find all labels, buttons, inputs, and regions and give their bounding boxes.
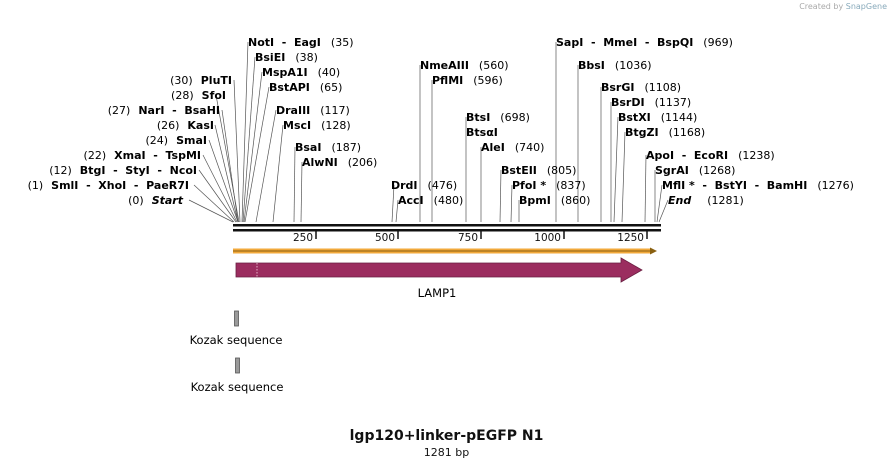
enzyme-label[interactable]: (26)KasI xyxy=(157,119,214,132)
enzyme-label[interactable]: BpmI(860) xyxy=(519,194,590,207)
enzyme-label[interactable]: BtgZI(1168) xyxy=(625,126,705,139)
snapgene-logo: SnapGene xyxy=(845,2,887,11)
enzyme-label[interactable]: ApoI - EcoRI(1238) xyxy=(646,149,775,162)
enzyme-label-end[interactable]: End(1281) xyxy=(668,194,744,207)
enzyme-label[interactable]: PflMI(596) xyxy=(432,74,503,87)
ruler-label: 250 xyxy=(293,232,313,244)
ruler-label: 750 xyxy=(458,232,478,244)
enzyme-label[interactable]: (27)NarI - BsaHI xyxy=(108,104,220,117)
enzyme-label[interactable]: AlwNI(206) xyxy=(302,156,377,169)
enzyme-label[interactable]: SgrAI(1268) xyxy=(655,164,735,177)
enzyme-label[interactable]: SapI - MmeI - BspQI(969) xyxy=(556,36,733,49)
feature-label-kozak-1: Kozak sequence xyxy=(190,333,283,347)
enzyme-label[interactable]: NotI - EagI(35) xyxy=(248,36,354,49)
enzyme-label[interactable]: BsiEI(38) xyxy=(255,51,318,64)
enzyme-label[interactable]: MscI(128) xyxy=(283,119,351,132)
feature-label-kozak-2: Kozak sequence xyxy=(191,380,284,394)
enzyme-label[interactable]: (12)BtgI - StyI - NcoI xyxy=(49,164,197,177)
ruler-label: 1000 xyxy=(534,232,561,244)
enzyme-label[interactable]: BtsI(698) xyxy=(466,111,530,124)
enzyme-label[interactable]: AccI(480) xyxy=(398,194,463,207)
enzymes-mid: NmeAIII(560) PflMI(596) DrdI(476) AccI(4… xyxy=(391,59,590,207)
enzyme-label[interactable]: BstAPI(65) xyxy=(269,81,342,94)
enzyme-label[interactable]: AleI(740) xyxy=(481,141,544,154)
ruler: 250 500 750 1000 1250 xyxy=(293,231,648,244)
enzyme-label[interactable]: BsrDI(1137) xyxy=(611,96,691,109)
enzyme-label[interactable]: MflI * - BstYI - BamHI(1276) xyxy=(662,179,854,192)
enzymes-left: (30)PluTI (28)SfoI (27)NarI - BsaHI (26)… xyxy=(28,74,232,207)
snapgene-credit: Created by SnapGene xyxy=(799,2,887,11)
enzyme-label[interactable]: DraIII(117) xyxy=(276,104,350,117)
enzyme-label[interactable]: (1)SmlI - XhoI - PaeR7I xyxy=(28,179,189,192)
ruler-label: 500 xyxy=(375,232,395,244)
enzyme-label[interactable]: PfoI *(837) xyxy=(512,179,586,192)
enzyme-connectors xyxy=(188,41,669,223)
feature-label-lamp1: LAMP1 xyxy=(418,286,457,300)
enzyme-label-start[interactable]: (0)Start xyxy=(128,194,184,207)
enzyme-label[interactable]: BsaI(187) xyxy=(295,141,361,154)
credit-prefix: Created by xyxy=(799,2,844,11)
enzyme-label[interactable]: BstEII(805) xyxy=(501,164,576,177)
enzyme-label[interactable]: BbsI(1036) xyxy=(578,59,651,72)
enzyme-label[interactable]: (24)SmaI xyxy=(146,134,208,147)
enzyme-label[interactable]: DrdI(476) xyxy=(391,179,457,192)
enzymes-right: SapI - MmeI - BspQI(969) BbsI(1036) BsrG… xyxy=(556,36,854,207)
feature-lamp1[interactable]: LAMP1 xyxy=(235,257,643,300)
map-title: lgp120+linker-pEGFP N1 xyxy=(349,428,544,444)
orf-arrow xyxy=(233,247,657,255)
enzyme-label[interactable]: BsrGI(1108) xyxy=(601,81,681,94)
ruler-label: 1250 xyxy=(617,232,644,244)
enzyme-label[interactable]: BstXI(1144) xyxy=(618,111,697,124)
sequence-length: 1281 bp xyxy=(423,446,470,459)
enzyme-label[interactable]: NmeAIII(560) xyxy=(420,59,509,72)
enzyme-label[interactable]: (28)SfoI xyxy=(171,89,226,102)
feature-kozak-2[interactable]: Kozak sequence xyxy=(191,357,284,394)
enzymes-top: NotI - EagI(35) BsiEI(38) MspA1I(40) Bst… xyxy=(248,36,377,169)
enzyme-label[interactable]: BtsαI xyxy=(466,126,498,139)
feature-kozak-1[interactable]: Kozak sequence xyxy=(190,310,283,347)
enzyme-label[interactable]: (22)XmaI - TspMI xyxy=(84,149,201,162)
sequence-backbone xyxy=(233,224,661,232)
enzyme-label[interactable]: (30)PluTI xyxy=(170,74,232,87)
enzyme-label[interactable]: MspA1I(40) xyxy=(262,66,340,79)
